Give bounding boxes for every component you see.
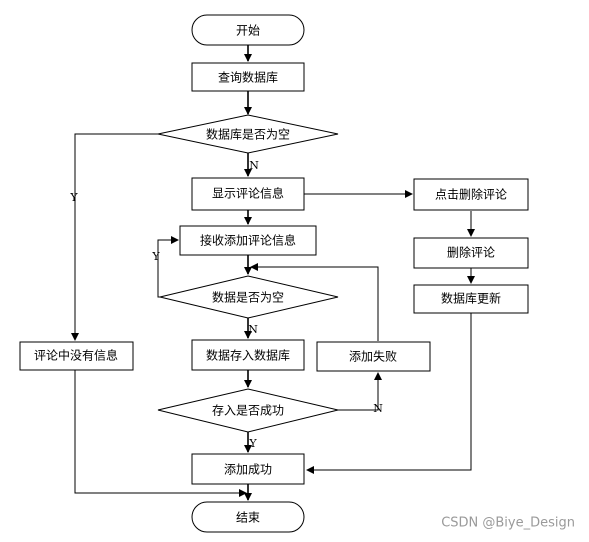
node-click-delete: 点击删除评论 (413, 178, 529, 211)
edge-label-y1: Y (69, 191, 78, 204)
decision-data-empty: 数据是否为空 (159, 275, 339, 319)
node-add-success: 添加成功 (191, 453, 305, 485)
edge-label-n1: N (249, 159, 259, 172)
edge-addfail-to-decision2 (250, 263, 379, 341)
node-delete-comment-label: 删除评论 (447, 245, 495, 260)
edge-nocomments-to-end (74, 370, 247, 497)
edges (71, 45, 475, 501)
edge-label-y2: Y (151, 250, 160, 263)
edge-labels: N Y Y N N Y (69, 159, 383, 450)
node-add-fail: 添加失败 (316, 341, 431, 372)
node-db-update: 数据库更新 (413, 284, 529, 314)
decision-db-empty-label: 数据库是否为空 (206, 127, 290, 142)
edge-decision2-yes-to-receive (157, 236, 179, 298)
node-end-label: 结束 (236, 511, 260, 525)
node-save-db: 数据存入数据库 (191, 339, 305, 371)
edge-dbupdate-to-addsuccess (306, 313, 472, 474)
node-show-comments-label: 显示评论信息 (212, 186, 284, 201)
node-click-delete-label: 点击删除评论 (435, 187, 507, 202)
node-receive-comment-label: 接收添加评论信息 (200, 233, 296, 248)
node-add-fail-label: 添加失败 (349, 349, 397, 364)
edge-label-n3: N (373, 402, 383, 415)
edge-decision1-yes-to-nocomments (71, 133, 158, 341)
watermark: CSDN @Biye_Design (441, 516, 575, 531)
decision-save-success-label: 存入是否成功 (212, 404, 284, 418)
node-save-db-label: 数据存入数据库 (206, 348, 290, 363)
node-no-comments-label: 评论中没有信息 (34, 348, 118, 363)
node-query-db: 查询数据库 (191, 62, 305, 92)
node-show-comments: 显示评论信息 (191, 177, 305, 211)
node-add-success-label: 添加成功 (224, 463, 272, 477)
edge-label-n2: N (248, 323, 258, 336)
node-query-db-label: 查询数据库 (218, 70, 278, 85)
edge-label-y3: Y (248, 437, 257, 450)
node-start: 开始 (191, 14, 305, 46)
edge-decision3-no-to-addfail (338, 372, 382, 411)
decision-db-empty: 数据库是否为空 (157, 114, 339, 154)
node-receive-comment: 接收添加评论信息 (179, 225, 317, 256)
node-start-label: 开始 (236, 24, 260, 38)
node-delete-comment: 删除评论 (413, 237, 529, 269)
node-no-comments: 评论中没有信息 (19, 341, 134, 371)
node-end: 结束 (191, 501, 305, 533)
decision-save-success: 存入是否成功 (157, 388, 339, 433)
decision-data-empty-label: 数据是否为空 (212, 290, 284, 305)
node-db-update-label: 数据库更新 (441, 291, 501, 306)
